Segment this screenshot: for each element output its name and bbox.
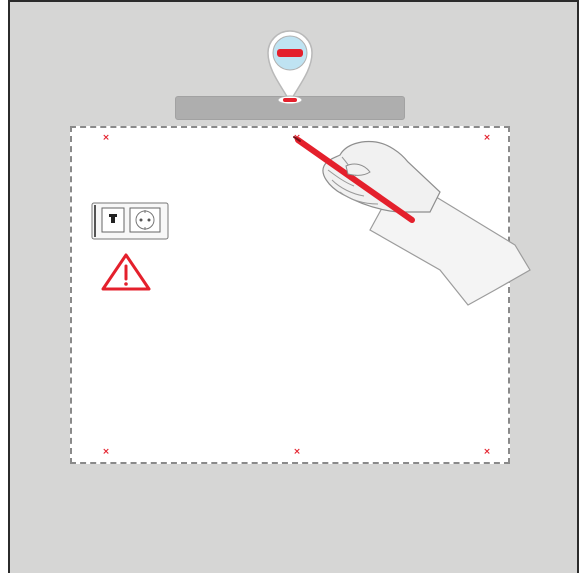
mark-top-left: × (101, 133, 111, 143)
mark-bottom-left: × (101, 447, 111, 457)
spirit-level-pin-icon (260, 18, 320, 108)
warning-triangle-icon (100, 252, 152, 292)
mark-bottom-right: × (482, 447, 492, 457)
mark-bottom-center: × (292, 447, 302, 457)
hand-with-red-pen-icon (280, 130, 540, 320)
wall-socket-switch-icon (90, 200, 174, 242)
